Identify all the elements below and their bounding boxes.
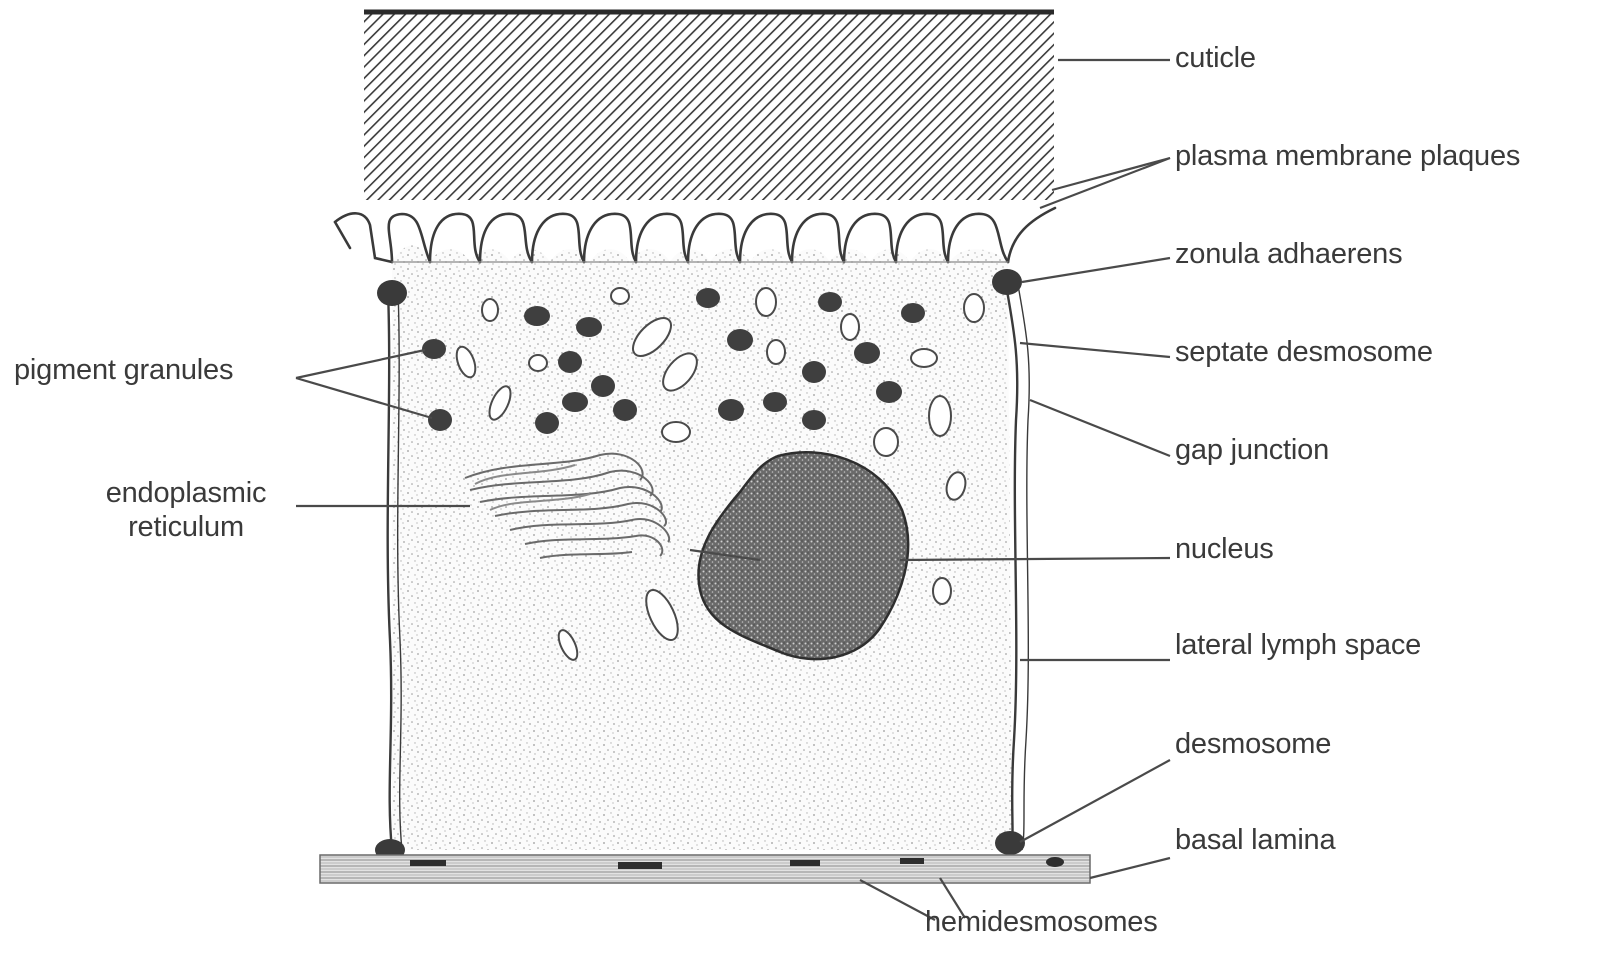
label-er-line1: endoplasmic <box>86 476 286 510</box>
label-er-line2: reticulum <box>86 510 286 544</box>
cuticle-layer <box>364 12 1054 200</box>
label-desmosome: desmosome <box>1175 730 1331 759</box>
label-septate-desmosome: septate desmosome <box>1175 338 1433 367</box>
label-cuticle: cuticle <box>1175 44 1256 73</box>
cell-body <box>392 246 1012 851</box>
label-plasma-membrane-plaques: plasma membrane plaques <box>1175 142 1520 171</box>
label-hemidesmosomes: hemidesmosomes <box>925 908 1158 937</box>
label-gap-junction: gap junction <box>1175 436 1329 465</box>
label-lateral-lymph-space: lateral lymph space <box>1175 631 1421 660</box>
label-endoplasmic-reticulum: endoplasmic reticulum <box>86 476 286 544</box>
label-basal-lamina: basal lamina <box>1175 826 1335 855</box>
label-pigment-granules: pigment granules <box>14 356 233 385</box>
label-nucleus: nucleus <box>1175 535 1274 564</box>
basal-lamina-layer <box>320 855 1090 883</box>
label-zonula-adhaerens: zonula adhaerens <box>1175 240 1402 269</box>
